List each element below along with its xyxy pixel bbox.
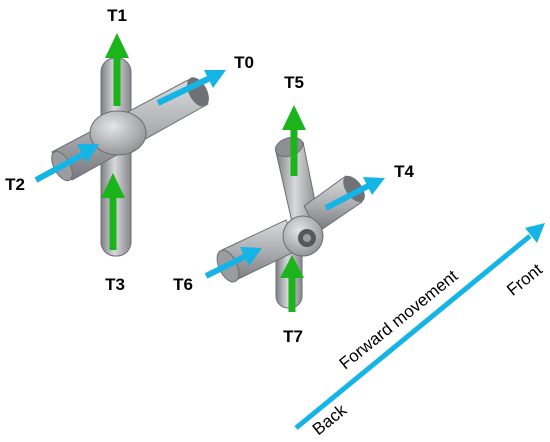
label-t7: T7 bbox=[283, 327, 303, 346]
arrow-t2 bbox=[34, 144, 99, 183]
forward-direction-indicator: Forward movement Back Front bbox=[294, 223, 546, 439]
arrow-t5 bbox=[282, 105, 306, 176]
label-t4: T4 bbox=[394, 162, 414, 181]
arrow-t6 bbox=[204, 247, 262, 279]
left-hub bbox=[89, 110, 147, 156]
arrow-t4 bbox=[324, 177, 385, 211]
arrow-t1 bbox=[105, 33, 129, 106]
label-t2: T2 bbox=[5, 175, 25, 194]
right-diag-upper-tube-end bbox=[343, 175, 365, 203]
arrow-t3 bbox=[101, 173, 125, 250]
label-t0: T0 bbox=[234, 53, 254, 72]
forward-direction-arrowhead bbox=[525, 223, 545, 243]
direction-caption: Forward movement bbox=[336, 266, 462, 373]
direction-front-label: Front bbox=[503, 260, 546, 300]
arrow-t7 bbox=[280, 255, 304, 312]
forward-direction-line bbox=[294, 234, 532, 430]
direction-back-label: Back bbox=[309, 400, 351, 439]
label-t6: T6 bbox=[173, 275, 193, 294]
label-t5: T5 bbox=[284, 73, 304, 92]
arrow-t0 bbox=[156, 70, 226, 106]
label-t3: T3 bbox=[105, 275, 125, 294]
label-t1: T1 bbox=[107, 6, 127, 25]
right-hub-hole-inner bbox=[303, 234, 311, 242]
